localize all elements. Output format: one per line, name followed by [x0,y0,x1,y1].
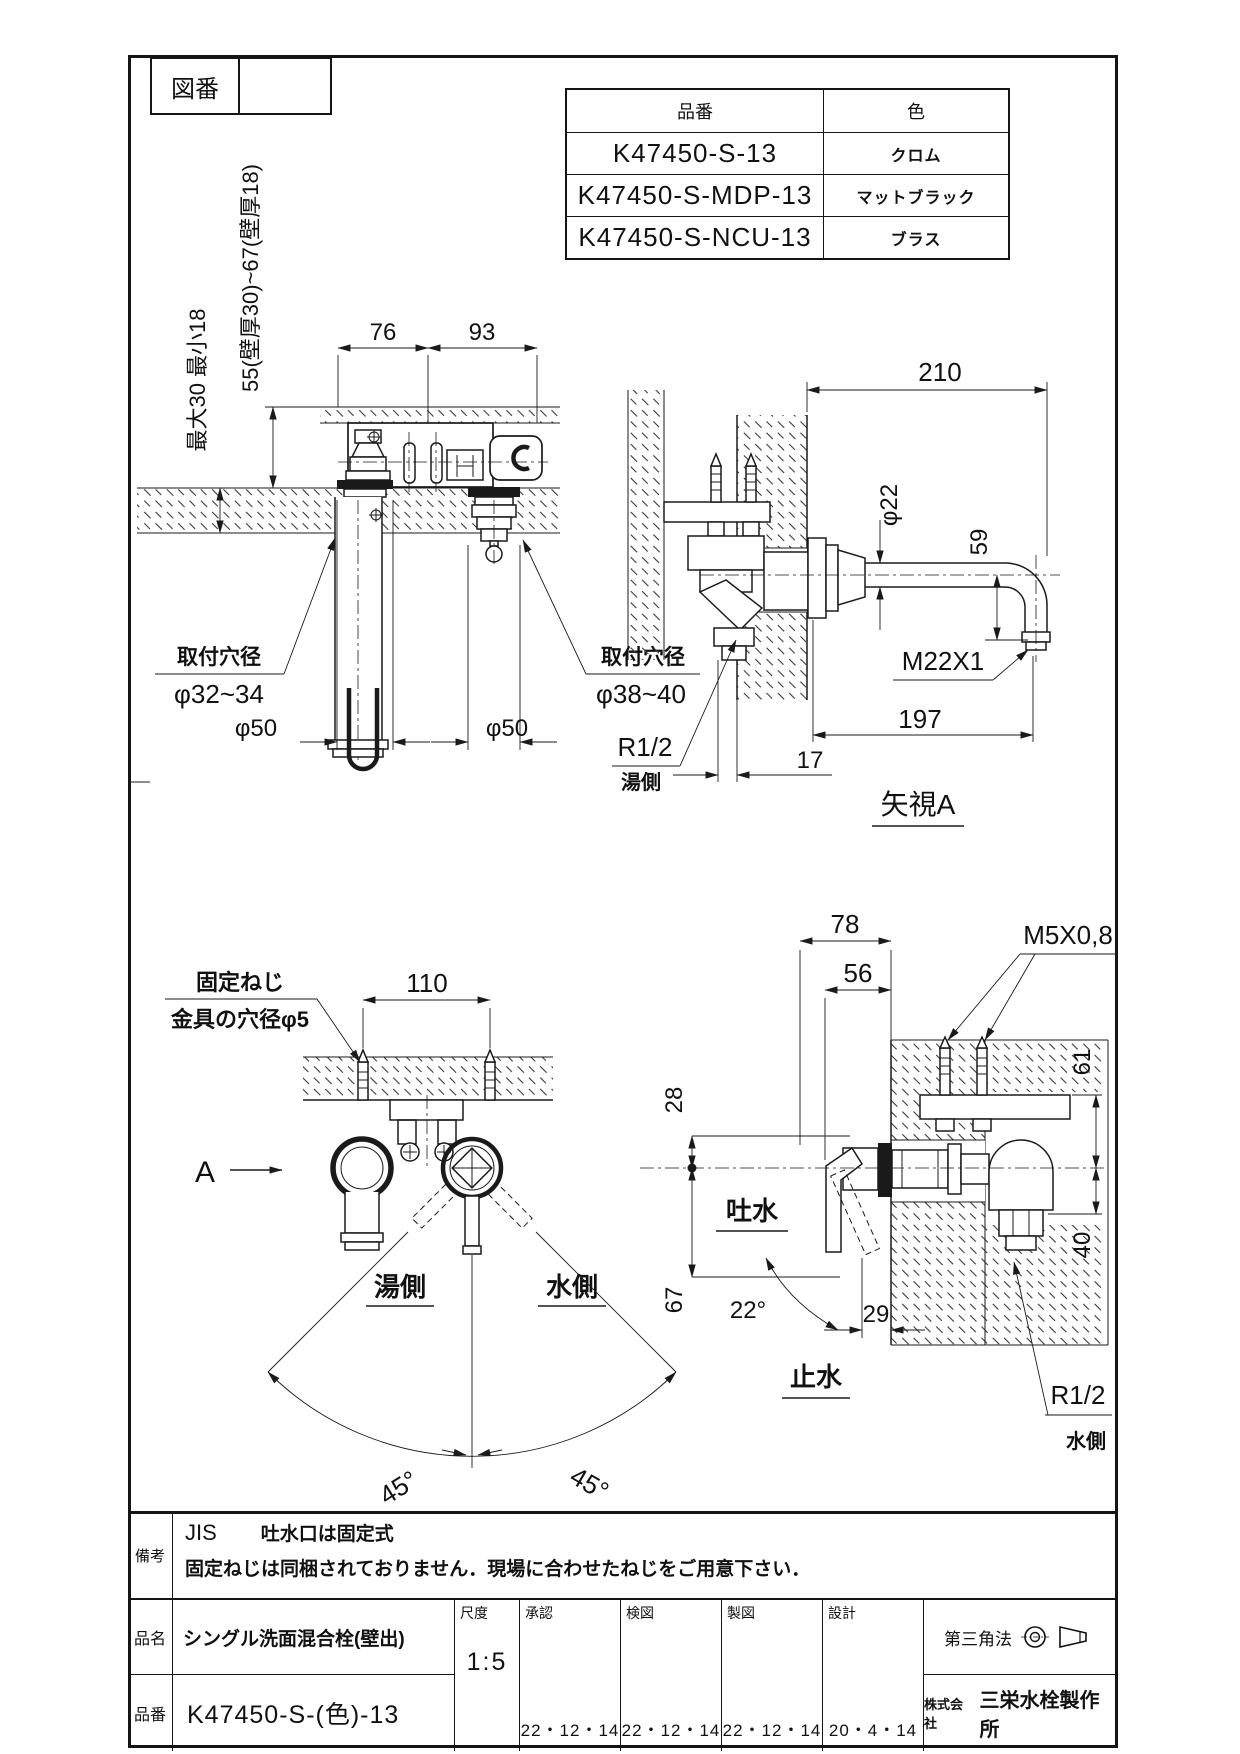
dim-text: 78 [831,909,860,939]
cold-side-label: 水側 [546,1272,598,1302]
dim-text: 29 [863,1301,890,1328]
approval-label: 承認 [525,1605,553,1621]
callout-text: R1/2 [1051,1380,1106,1410]
dim-text: 59 [966,529,993,556]
dim-text: 56 [844,958,873,988]
drawing-number-label: 図番 [152,59,240,113]
approval-cell: 承認 22・12・14 [520,1600,621,1751]
stop-label: 止水 [790,1362,843,1392]
design-cell: 設計 20・4・14 [823,1600,924,1751]
color-cell: ブラス [824,216,1008,258]
dim-text: 最大30 最小18 [185,308,210,451]
callout-text: 取付穴径 [177,645,261,669]
drawing-number-box: 図番 [150,57,332,115]
design-date: 20・4・14 [828,1721,918,1740]
remarks-content: JIS 吐水口は固定式 固定ねじは同梱されておりません．現場に合わせたねじをご用… [173,1514,1118,1600]
callout-text: 湯側 [621,771,661,794]
company-name: 三栄水栓製作所 [979,1690,1100,1741]
view-arrow-label: A [195,1156,215,1189]
dim-text: φ50 [235,715,277,742]
draft-date: 22・12・14 [722,1721,822,1740]
view-side-spout: 210 φ22 59 M22X1 197 17 R1/2 湯側 矢視A [612,357,1060,827]
company-prefix: 株式会社 [924,1697,964,1731]
dim-text: 40 [1069,1232,1096,1259]
drawing-frame [128,55,1118,1748]
jis-mark: JIS [185,1520,217,1545]
hot-side-label: 湯側 [374,1272,426,1302]
callout-text: 水側 [1066,1430,1106,1453]
scale-label: 尺度 [460,1605,488,1621]
check-label: 検図 [626,1605,654,1621]
dim-text: 67 [661,1287,688,1314]
title-block: 備考 JIS 吐水口は固定式 固定ねじは同梱されておりません．現場に合わせたねじ… [128,1511,1118,1751]
dim-text: 197 [898,704,941,734]
product-name-value: シングル洗面混合栓(壁出) [173,1600,455,1675]
dim-text: 28 [661,1087,688,1114]
projection-cell: 第三角法 [924,1600,1118,1675]
angle-text: 45° [374,1464,423,1510]
view-front-a: 固定ねじ 金具の穴径φ5 110 A 湯側 水側 45° 45° [165,968,677,1511]
scale-value: 1:5 [466,1648,508,1676]
dim-text: 61 [1069,1049,1096,1076]
dim-text: 210 [918,357,961,387]
view-caption: 矢視A [881,789,956,820]
discharge-label: 吐水 [726,1196,779,1226]
dim-text: 93 [469,319,496,346]
remarks-note-2: 固定ねじは同梱されておりません．現場に合わせたねじをご用意下さい． [185,1559,811,1580]
draft-label: 製図 [727,1605,755,1621]
dim-text: φ50 [486,715,528,742]
approval-date: 22・12・14 [520,1721,620,1740]
callout-text: 固定ねじ [196,970,284,995]
part-number-cell: K47450-S-MDP-13 [567,174,824,216]
draft-cell: 製図 22・12・14 [722,1600,823,1751]
product-name-label: 品名 [128,1600,173,1675]
third-angle-projection-icon [1021,1625,1087,1649]
projection-label: 第三角法 [944,1629,1012,1649]
check-cell: 検図 22・12・14 [621,1600,722,1751]
angle-text: 22° [730,1297,766,1324]
company-cell: 株式会社 三栄水栓製作所 [924,1675,1118,1751]
view-side-handle: M5X0,8 78 56 28 67 61 40 29 22° 吐水 [640,909,1116,1453]
parts-table: 品番 色 K47450-S-13 クロム K47450-S-MDP-13 マット… [565,88,1010,260]
remarks-note-1: 吐水口は固定式 [260,1524,394,1545]
part-number-value: K47450-S-(色)-13 [173,1675,455,1751]
callout-text: M5X0,8 [1023,920,1113,950]
parts-table-header-partno: 品番 [567,90,824,132]
dim-text: 55(壁厚30)~67(壁厚18) [238,164,263,392]
parts-table-header-color: 色 [907,102,925,122]
dim-text: φ22 [876,484,903,526]
dim-text: 110 [406,968,447,998]
color-cell: マットブラック [824,174,1008,216]
callout-text: 金具の穴径φ5 [170,1007,309,1032]
angle-text: 45° [565,1461,614,1507]
check-date: 22・12・14 [621,1721,721,1740]
dim-text: 76 [370,319,397,346]
remarks-label: 備考 [128,1514,173,1600]
dim-text: 17 [797,747,824,774]
part-number-cell: K47450-S-13 [567,132,824,174]
callout-text: φ38~40 [596,679,686,709]
design-label: 設計 [828,1605,856,1621]
view-installation-section: 76 93 55(壁厚30)~67(壁厚18) 最大30 最小18 φ50 φ5… [137,164,700,772]
callout-text: φ32~34 [174,679,264,709]
callout-text: M22X1 [902,646,984,676]
scale-cell: 尺度 1:5 [455,1600,520,1751]
part-number-label: 品番 [128,1675,173,1751]
color-cell: クロム [824,132,1008,174]
part-number-cell: K47450-S-NCU-13 [567,216,824,258]
callout-text: R1/2 [618,732,673,762]
technical-drawing-canvas: 76 93 55(壁厚30)~67(壁厚18) 最大30 最小18 φ50 φ5… [128,164,1116,1511]
